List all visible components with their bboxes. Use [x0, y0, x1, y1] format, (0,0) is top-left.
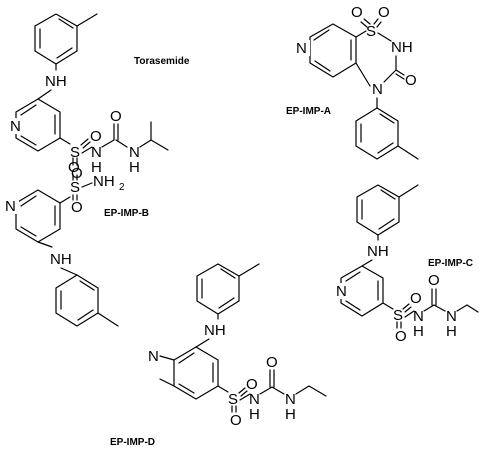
ep-imp-d-o-lower: O — [230, 412, 242, 429]
ep-imp-b-nh2-subscript: 2 — [119, 182, 125, 193]
torasemide-o-upper: O — [90, 128, 102, 145]
ep-imp-c-s: S — [393, 307, 403, 324]
ep-imp-d-h-sulfonyl: H — [249, 406, 260, 423]
ep-imp-b-structure: N S O O NH 2 NH EP-IMP-B — [3, 159, 149, 327]
torasemide-caption: Torasemide — [134, 56, 190, 67]
torasemide-s: S — [70, 144, 80, 161]
ep-imp-c-caption: EP-IMP-C — [428, 258, 473, 269]
ep-imp-b-caption: EP-IMP-B — [104, 208, 149, 219]
ep-imp-b-o-upper: O — [68, 159, 80, 176]
torasemide-structure: NH N S O O N H O N H Torasemide — [8, 13, 190, 182]
ep-imp-c-o-upper: O — [410, 290, 422, 307]
ep-imp-a-s: S — [366, 23, 376, 40]
ep-imp-a-n4: N — [372, 81, 383, 98]
torasemide-h-urea: H — [129, 159, 140, 176]
ep-imp-d-caption: EP-IMP-D — [110, 437, 155, 448]
ep-imp-d-o-upper: O — [246, 376, 258, 393]
ep-imp-b-s: S — [70, 179, 80, 196]
ep-imp-d-pyridine-n: N — [148, 348, 159, 365]
ep-imp-d-h-urea: H — [285, 406, 296, 423]
ep-imp-c-nh-amine: NH — [367, 243, 389, 260]
ep-imp-d-n-urea: N — [285, 391, 296, 408]
ep-imp-a-o-left: O — [351, 4, 363, 21]
ep-imp-c-pyridine-n: N — [336, 283, 347, 300]
ep-imp-b-nh-amine: NH — [50, 251, 72, 268]
ep-imp-c-n-sulfonyl: N — [413, 308, 424, 325]
ep-imp-a-caption: EP-IMP-A — [286, 106, 331, 117]
torasemide-h-sulfonyl: H — [91, 159, 102, 176]
ep-imp-a-structure: N S O O NH O N EP-IMP-A — [286, 4, 419, 160]
ep-imp-a-o-carbonyl: O — [405, 72, 417, 89]
ep-imp-c-n-urea: N — [446, 308, 457, 325]
ep-imp-c-o-carbonyl: O — [428, 272, 440, 289]
ep-imp-b-nh2: NH — [93, 173, 115, 190]
ep-imp-c-h-urea: H — [446, 323, 457, 340]
ep-imp-c-h-sulfonyl: H — [413, 323, 424, 340]
torasemide-o-lower: O — [71, 165, 83, 182]
ep-imp-c-structure: NH N S O O N H O N H EP-IMP-C — [334, 184, 479, 345]
ep-imp-d-o-carbonyl: O — [266, 354, 278, 371]
torasemide-n-sulfonyl: N — [91, 144, 102, 161]
ep-imp-a-nh: NH — [391, 39, 413, 56]
torasemide-pyridine-n: N — [10, 118, 21, 135]
ep-imp-a-o-right: O — [378, 4, 390, 21]
ep-imp-c-o-lower: O — [395, 328, 407, 345]
ep-imp-b-o-lower: O — [71, 199, 83, 216]
ep-imp-d-s: S — [228, 391, 238, 408]
ep-imp-d-nh-amine: NH — [204, 322, 226, 339]
ep-imp-d-n-sulfonyl: N — [249, 391, 260, 408]
ep-imp-b-pyridine-n: N — [5, 198, 16, 215]
torasemide-n-urea: N — [129, 144, 140, 161]
ep-imp-a-pyridine-n: N — [296, 40, 307, 57]
torasemide-nh-amine: NH — [45, 73, 67, 90]
ep-imp-d-structure: NH N S O O N H O N H EP-IMP-D — [110, 263, 327, 448]
torasemide-o-carbonyl: O — [110, 108, 122, 125]
